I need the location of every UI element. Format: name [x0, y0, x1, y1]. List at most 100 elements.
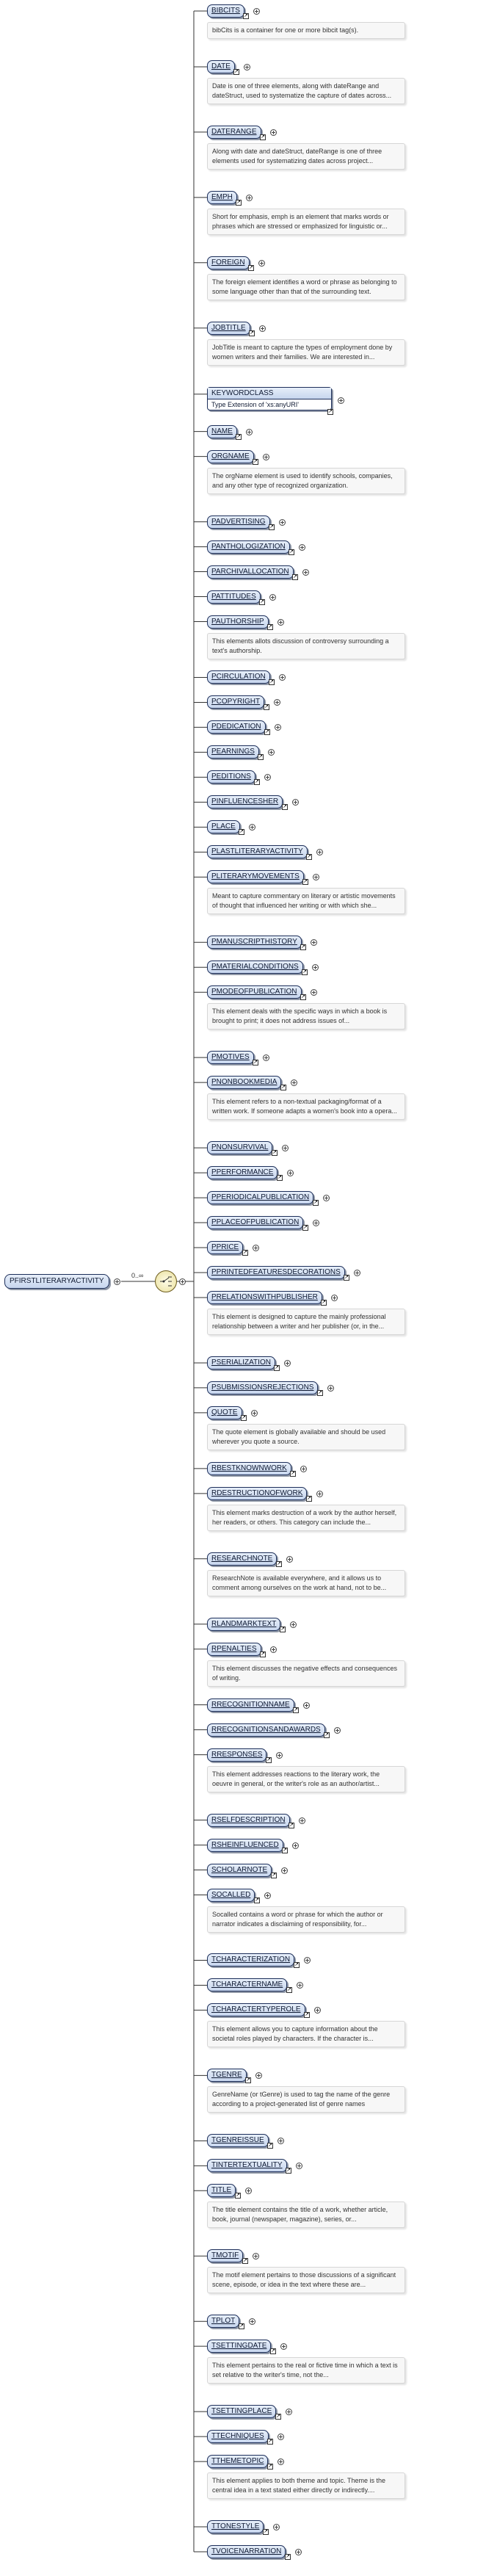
- expand-icon[interactable]: [287, 1170, 294, 1177]
- element-link-icon[interactable]: ↗: [263, 2529, 269, 2536]
- expand-icon[interactable]: [286, 1555, 293, 1563]
- element-link-icon[interactable]: ↗: [294, 1962, 300, 1969]
- element-link-icon[interactable]: ↗: [290, 1470, 296, 1477]
- element-node-pmanuscripthistory[interactable]: PMANUSCRIPTHISTORY: [207, 936, 302, 949]
- element-node-quote[interactable]: QUOTE: [207, 1405, 242, 1419]
- element-link-icon[interactable]: ↗: [302, 969, 308, 976]
- element-node-ttonestyle[interactable]: TTONESTYLE: [207, 2520, 264, 2534]
- element-link-icon[interactable]: ↗: [270, 2348, 276, 2355]
- element-link-icon[interactable]: ↗: [264, 704, 269, 711]
- element-node-tsettingdate[interactable]: TSETTINGDATE: [207, 2340, 272, 2354]
- element-node-bibcits[interactable]: BIBCITS: [207, 4, 244, 18]
- expand-icon[interactable]: [279, 518, 286, 526]
- element-node-rrecognitionsandawards[interactable]: RRECOGNITIONSANDAWARDS: [207, 1723, 325, 1737]
- expand-icon[interactable]: [246, 428, 253, 435]
- expand-icon[interactable]: [286, 2409, 292, 2416]
- element-node-rresponses[interactable]: RRESPONSES: [207, 1748, 267, 1762]
- element-link-icon[interactable]: ↗: [253, 458, 258, 465]
- element-link-icon[interactable]: ↗: [258, 754, 264, 761]
- element-link-icon[interactable]: ↗: [235, 2193, 241, 2199]
- element-link-icon[interactable]: ↗: [233, 68, 239, 75]
- element-node-pcopyright[interactable]: PCOPYRIGHT: [207, 695, 265, 709]
- expand-icon[interactable]: [264, 774, 271, 781]
- expand-icon[interactable]: [303, 1701, 310, 1709]
- element-link-icon[interactable]: ↗: [344, 1275, 349, 1281]
- element-node-place[interactable]: PLACE: [207, 820, 240, 834]
- element-link-icon[interactable]: ↗: [324, 1732, 330, 1738]
- element-node-tgenreissue[interactable]: TGENREISSUE: [207, 2134, 269, 2148]
- element-node-pauthorship[interactable]: PAUTHORSHIP: [207, 615, 269, 629]
- element-node-ttechniques[interactable]: TTECHNIQUES: [207, 2430, 269, 2444]
- element-link-icon[interactable]: ↗: [302, 1225, 308, 1231]
- element-link-icon[interactable]: ↗: [266, 1756, 272, 1763]
- expand-icon[interactable]: [314, 2007, 321, 2014]
- element-link-icon[interactable]: ↗: [245, 2077, 251, 2084]
- element-node-tcharacterization[interactable]: TCHARACTERIZATION: [207, 1953, 295, 1967]
- element-node-rpenalties[interactable]: RPENALTIES: [207, 1642, 261, 1656]
- element-node-foreign[interactable]: FOREIGN: [207, 256, 250, 269]
- element-link-icon[interactable]: ↗: [241, 1414, 247, 1421]
- element-link-icon[interactable]: ↗: [239, 829, 244, 836]
- element-link-icon[interactable]: ↗: [317, 1389, 323, 1396]
- expand-icon[interactable]: [313, 1220, 319, 1227]
- element-link-icon[interactable]: ↗: [264, 729, 270, 736]
- element-link-icon[interactable]: ↗: [267, 2439, 273, 2445]
- element-link-icon[interactable]: ↗: [249, 330, 255, 336]
- expand-icon[interactable]: [249, 2318, 255, 2326]
- element-link-icon[interactable]: ↗: [239, 2323, 244, 2330]
- element-link-icon[interactable]: ↗: [282, 1847, 288, 1853]
- element-node-socalled[interactable]: SOCALLED: [207, 1888, 255, 1902]
- element-link-icon[interactable]: ↗: [267, 2464, 273, 2470]
- element-node-pprice[interactable]: PPRICE: [207, 1241, 244, 1255]
- expand-icon[interactable]: [323, 1195, 330, 1202]
- element-node-psubmissionsrejections[interactable]: PSUBMISSIONSREJECTIONS: [207, 1381, 319, 1394]
- expand-icon[interactable]: [299, 543, 305, 551]
- expand-icon[interactable]: [311, 939, 317, 947]
- element-node-pdedication[interactable]: PDEDICATION: [207, 720, 266, 734]
- element-node-tcharactertyperole[interactable]: TCHARACTERTYPEROLE: [207, 2003, 305, 2017]
- element-link-icon[interactable]: ↗: [321, 1299, 327, 1306]
- expand-icon[interactable]: [281, 1867, 288, 1874]
- element-node-name[interactable]: NAME: [207, 424, 237, 438]
- element-node-rrecognitionname[interactable]: RRECOGNITIONNAME: [207, 1698, 294, 1712]
- expand-icon[interactable]: [292, 799, 299, 806]
- element-link-icon[interactable]: ↗: [254, 779, 260, 786]
- expand-icon[interactable]: [311, 989, 317, 996]
- element-link-icon[interactable]: ↗: [289, 549, 294, 555]
- expand-icon[interactable]: [313, 874, 319, 881]
- expand-icon[interactable]: [291, 1079, 297, 1087]
- element-link-icon[interactable]: ↗: [274, 1364, 280, 1371]
- expand-icon[interactable]: [275, 724, 281, 731]
- root-expand-icon[interactable]: [114, 1278, 120, 1285]
- element-link-icon[interactable]: ↗: [313, 1200, 319, 1206]
- expand-icon[interactable]: [316, 849, 323, 856]
- element-link-icon[interactable]: ↗: [243, 12, 249, 19]
- element-link-icon[interactable]: ↗: [259, 598, 265, 605]
- element-link-icon[interactable]: ↗: [286, 2168, 291, 2174]
- element-link-icon[interactable]: ↗: [327, 408, 333, 415]
- element-link-icon[interactable]: ↗: [280, 1626, 286, 1632]
- element-link-icon[interactable]: ↗: [269, 524, 275, 530]
- element-link-icon[interactable]: ↗: [248, 264, 254, 271]
- element-node-pearnings[interactable]: PEARNINGS: [207, 745, 259, 759]
- expand-icon[interactable]: [276, 1751, 283, 1759]
- expand-icon[interactable]: [299, 1817, 305, 1824]
- element-link-icon[interactable]: ↗: [285, 2554, 291, 2560]
- expand-icon[interactable]: [259, 325, 266, 332]
- expand-icon[interactable]: [334, 1726, 341, 1734]
- element-link-icon[interactable]: ↗: [280, 1085, 286, 1091]
- element-node-rselfdescription[interactable]: RSELFDESCRIPTION: [207, 1813, 290, 1827]
- element-node-rsheinfluenced[interactable]: RSHEINFLUENCED: [207, 1838, 283, 1852]
- expand-icon[interactable]: [300, 1465, 307, 1472]
- expand-icon[interactable]: [251, 1409, 258, 1417]
- element-link-icon[interactable]: ↗: [260, 1651, 266, 1657]
- expand-icon[interactable]: [278, 2138, 284, 2145]
- expand-icon[interactable]: [253, 1245, 259, 1252]
- element-link-icon[interactable]: ↗: [242, 1250, 248, 1256]
- element-link-icon[interactable]: ↗: [306, 1495, 312, 1502]
- element-node-title[interactable]: TITLE: [207, 2184, 236, 2198]
- expand-icon[interactable]: [244, 63, 250, 70]
- element-link-icon[interactable]: ↗: [236, 199, 242, 206]
- element-node-tsettingplace[interactable]: TSETTINGPLACE: [207, 2405, 277, 2419]
- expand-icon[interactable]: [280, 2343, 287, 2351]
